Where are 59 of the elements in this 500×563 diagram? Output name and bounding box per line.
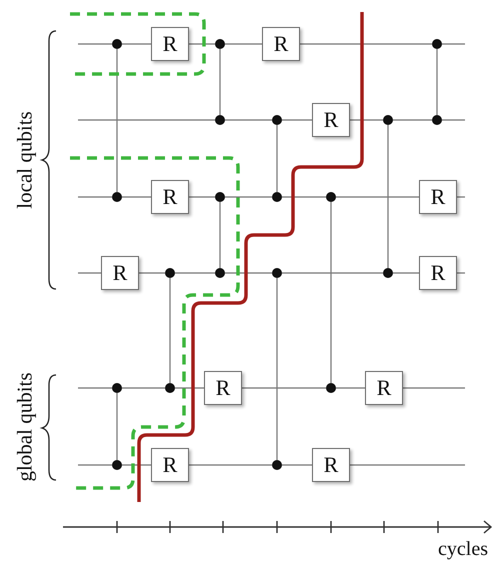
qubit-wire: [122, 387, 165, 389]
qubit-wire: [189, 196, 215, 198]
qubit-wire: [393, 119, 432, 121]
gate-box: R: [312, 103, 350, 137]
qubit-wire: [350, 119, 383, 121]
brace-label: global qubits: [14, 372, 36, 482]
qubit-wire: [189, 43, 215, 45]
gate-connector: [219, 202, 221, 268]
qubit-wire: [350, 464, 465, 466]
gate-connector: [387, 125, 389, 268]
qubit-wire: [442, 43, 465, 45]
qubit-wire: [225, 272, 272, 274]
qubit-wire: [78, 387, 112, 389]
gate-box: R: [262, 27, 300, 61]
qubit-wire: [282, 464, 312, 466]
qubit-wire: [78, 119, 215, 121]
qubit-wire: [300, 43, 432, 45]
qubit-wire: [122, 196, 151, 198]
gate-box: R: [419, 256, 457, 290]
gate-box: R: [419, 180, 457, 214]
qubit-wire: [78, 464, 112, 466]
qubit-wire: [242, 387, 326, 389]
qubit-wire: [403, 387, 465, 389]
gate-box: R: [365, 371, 403, 405]
qubit-wire: [139, 272, 165, 274]
gate-connector: [276, 125, 278, 192]
brace-label: local qubits: [14, 111, 36, 209]
qubit-wire: [78, 196, 112, 198]
qubit-wire: [225, 119, 272, 121]
axis-label: cycles: [438, 539, 488, 559]
qubit-wire: [122, 43, 151, 45]
gate-connector: [169, 278, 171, 383]
qubit-wire: [122, 464, 151, 466]
gate-box: R: [151, 448, 189, 482]
gate-connector: [436, 49, 438, 115]
gate-connector: [330, 202, 332, 383]
gate-box: R: [204, 371, 242, 405]
qubit-wire: [225, 43, 262, 45]
qubit-wire: [189, 464, 272, 466]
qubit-wire: [282, 272, 383, 274]
qubit-wire: [336, 196, 419, 198]
qubit-wire: [175, 387, 204, 389]
qubit-wire: [282, 119, 312, 121]
gate-box: R: [312, 448, 350, 482]
qubit-wire: [175, 272, 215, 274]
gate-connector: [116, 49, 118, 192]
gate-box: R: [151, 27, 189, 61]
gate-connector: [219, 49, 221, 115]
qubit-wire: [225, 196, 272, 198]
qubit-wire: [442, 119, 465, 121]
gate-connector: [116, 393, 118, 460]
qubit-wire: [282, 196, 326, 198]
gate-connector: [276, 278, 278, 460]
gate-box: R: [101, 256, 139, 290]
gate-box: R: [151, 180, 189, 214]
qubit-wire: [78, 43, 112, 45]
qubit-wire: [393, 272, 419, 274]
qubit-wire: [336, 387, 365, 389]
qubit-wire: [78, 272, 101, 274]
